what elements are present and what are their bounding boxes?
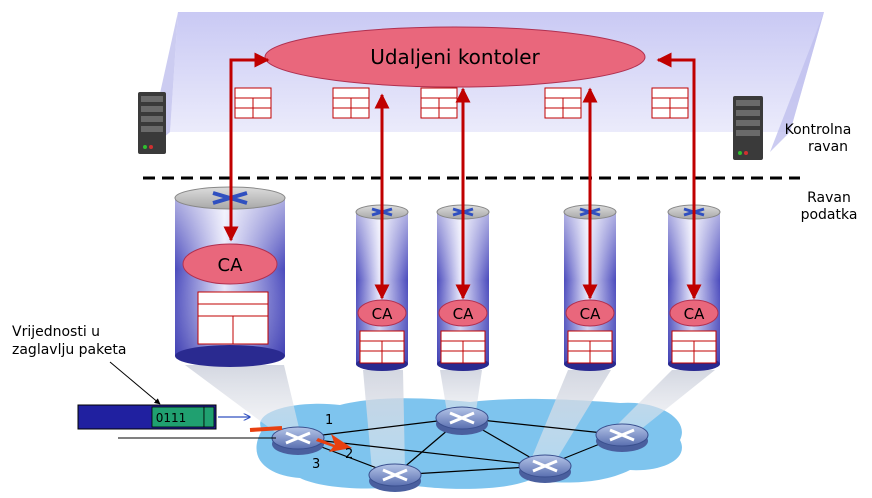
router-icon	[595, 423, 649, 452]
control-agent-label: CA	[218, 255, 244, 276]
control-plane-label-2: ravan	[808, 139, 848, 155]
control-agent	[357, 299, 407, 327]
control-agent-label: CA	[453, 305, 474, 323]
egress-arrow	[316, 434, 352, 452]
control-agent-label: CA	[372, 305, 393, 323]
flow-table-icon	[420, 87, 458, 119]
control-arrows	[223, 52, 702, 300]
flow-table-icon	[544, 87, 582, 119]
header-values-label-2: zaglavlju paketa	[12, 342, 126, 358]
control-agent-label: CA	[684, 305, 705, 323]
link-beam	[185, 365, 300, 432]
control-agent	[182, 243, 278, 285]
controller-label: Udaljeni kontoler	[370, 45, 540, 69]
router-icon	[271, 426, 325, 455]
port-label-3: 3	[312, 457, 320, 472]
flow-table	[440, 330, 486, 364]
flow-table-icon	[234, 87, 272, 119]
data-plane-label-2: podatka	[801, 207, 858, 223]
header-values-label-1: Vrijednosti u	[12, 324, 100, 340]
server-right-icon	[733, 96, 763, 160]
flow-table-icon	[651, 87, 689, 119]
packet-header-value: 0111	[156, 411, 187, 425]
ingress-arrow	[249, 426, 283, 432]
control-plane-right-side	[770, 12, 824, 152]
router-icon	[435, 406, 489, 435]
control-agent	[669, 299, 719, 327]
link-beam	[440, 370, 482, 418]
link-beam	[363, 370, 405, 470]
link-beam	[530, 370, 611, 462]
control-agent	[438, 299, 488, 327]
flow-table	[359, 330, 405, 364]
server-left-icon	[138, 92, 166, 154]
router-icon	[518, 454, 572, 483]
data-plane-label-1: Ravan	[807, 190, 851, 206]
header-pointer-arrow	[109, 361, 161, 405]
packet	[77, 404, 217, 430]
control-agent-label: CA	[580, 305, 601, 323]
port-label-1: 1	[325, 413, 333, 428]
port-label-2: 2	[345, 447, 353, 462]
flow-table	[567, 330, 613, 364]
flow-table	[197, 291, 269, 345]
control-agent	[565, 299, 615, 327]
control-plane-label-1: Kontrolna	[785, 122, 852, 138]
flow-table	[671, 330, 717, 364]
link-beam	[612, 370, 715, 430]
flow-table-icon	[332, 87, 370, 119]
router-icon	[368, 463, 422, 492]
